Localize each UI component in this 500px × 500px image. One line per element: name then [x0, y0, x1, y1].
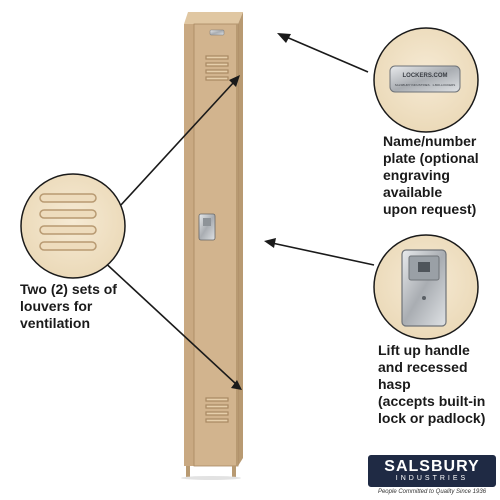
handle-hasp: [418, 262, 430, 272]
locker-edge: [238, 12, 243, 466]
arrow-bottom-louvers: [99, 257, 237, 385]
top-louvers: [205, 55, 229, 81]
locker: [181, 12, 243, 480]
callout-arrows: [99, 33, 375, 390]
brand-tagline: People Committed to Quality Since 1936: [377, 489, 487, 495]
nameplate-plate: [389, 65, 461, 93]
nameplate-plate-text: LOCKERS.COM: [403, 73, 448, 79]
louvers-detail: [20, 173, 126, 279]
handle-caption: Lift up handle and recessed hasp (accept…: [378, 342, 486, 426]
louvers-caption: Two (2) sets of louvers for ventilation: [20, 281, 117, 331]
handle-detail: [373, 234, 479, 340]
salsbury-logo: SALSBURY INDUSTRIES People Committed to …: [368, 455, 496, 497]
locker-leg-left: [186, 466, 190, 478]
arrow-top-louvers: [119, 81, 235, 207]
locker-handle: [198, 213, 216, 241]
handle-screw: [422, 296, 426, 300]
nameplate-caption: Name/number plate (optional engraving av…: [383, 133, 479, 217]
arrow-head-bottom-louvers: [231, 380, 242, 390]
nameplate-detail: LOCKERS.COM SALSBURY INDUSTRIES · 1-800-…: [373, 27, 479, 133]
handle-recess: [203, 218, 211, 226]
floor-shadow: [181, 476, 241, 480]
locker-top: [184, 12, 243, 24]
brand-box: SALSBURY INDUSTRIES: [368, 455, 496, 487]
door-hinge-edge: [236, 24, 238, 466]
arrow-head-handle: [264, 238, 276, 248]
locker-door: [193, 23, 239, 467]
brand-sub: INDUSTRIES: [395, 475, 469, 482]
bottom-louvers: [205, 397, 229, 423]
nameplate-plate-subtext: SALSBURY INDUSTRIES · 1-800-LOCKERS: [395, 83, 456, 87]
arrow-handle: [271, 242, 375, 266]
locker-leg-right: [232, 466, 236, 478]
arrow-head-nameplate: [277, 33, 291, 43]
brand-name: SALSBURY: [384, 458, 480, 475]
arrow-nameplate: [283, 35, 369, 73]
name-plate: [209, 29, 225, 36]
arrow-head-top-louvers: [229, 75, 240, 87]
